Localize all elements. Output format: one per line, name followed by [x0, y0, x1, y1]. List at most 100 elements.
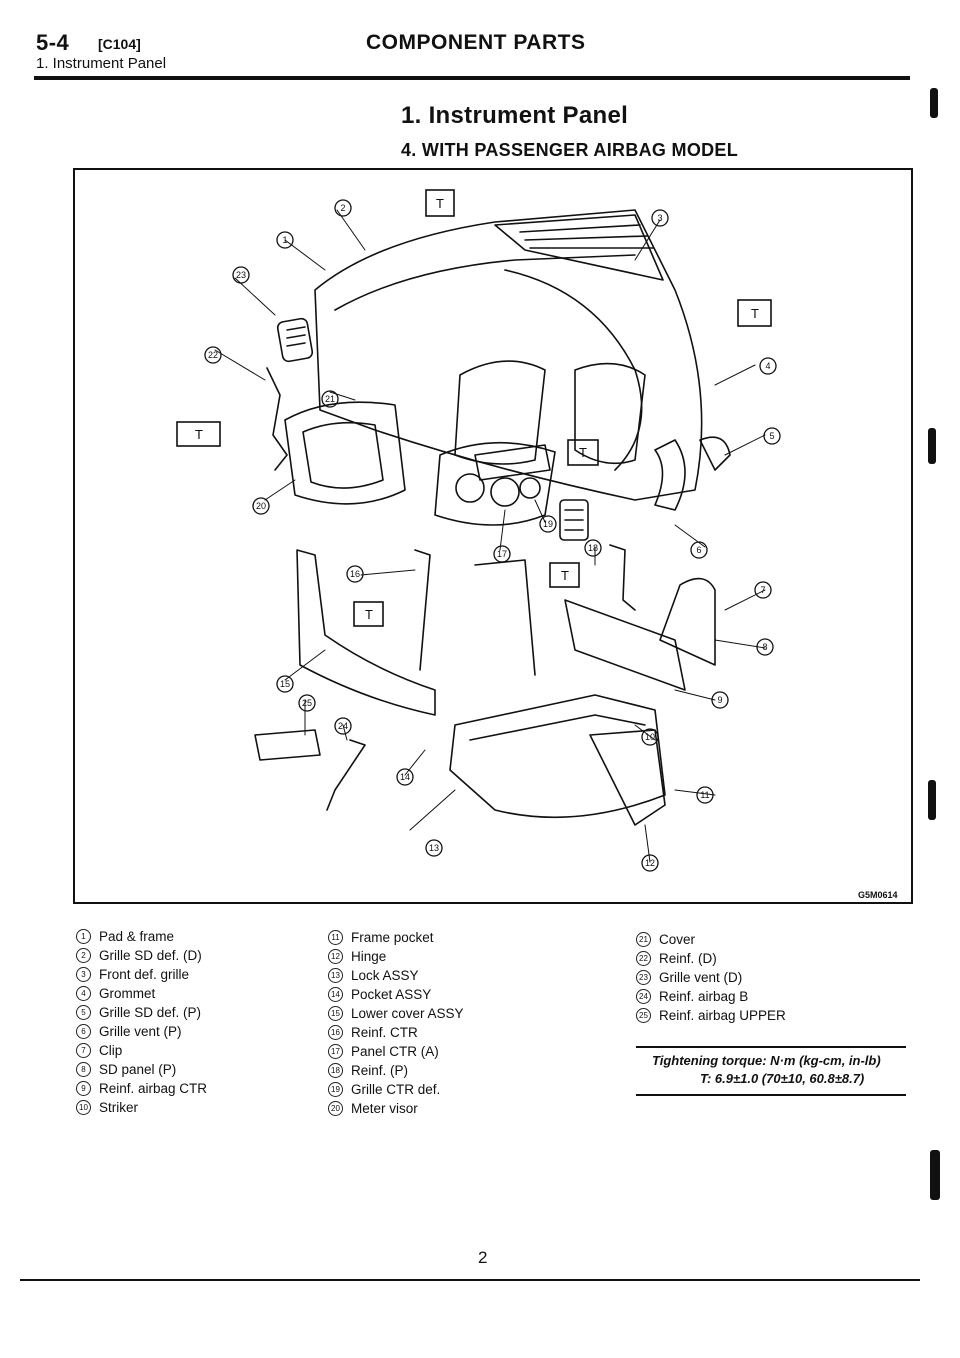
callout-5: 5	[769, 431, 774, 441]
item-label: Cover	[659, 932, 696, 947]
item-label: Lower cover ASSY	[351, 1006, 464, 1021]
grille-ctr-def-shape	[474, 444, 551, 481]
margin-mark	[928, 780, 936, 820]
grille-sd-def-p-shape	[699, 436, 731, 471]
figure-id: G5M0614	[858, 890, 898, 900]
pad-frame-shape	[314, 209, 703, 501]
item-label: Pad & frame	[99, 929, 175, 944]
footer-rule	[20, 1279, 920, 1281]
callout-12: 12	[645, 858, 655, 868]
header-rule	[34, 76, 910, 80]
callout-17: 17	[497, 549, 507, 559]
frame-pocket-shape	[589, 729, 666, 826]
legend-item: 4 Grommet	[76, 984, 207, 1003]
torque-marker-label: T	[579, 445, 587, 460]
callout-2: 2	[340, 203, 345, 213]
callout-21: 21	[325, 394, 335, 404]
item-label: Reinf. (D)	[659, 951, 717, 966]
callout-16: 16	[350, 569, 360, 579]
item-label: Reinf. (P)	[351, 1063, 409, 1078]
item-label: Meter visor	[351, 1101, 418, 1116]
item-number: 2	[76, 948, 91, 963]
item-number: 4	[76, 986, 91, 1001]
panel-ctr-shape	[434, 441, 556, 526]
callout-1: 1	[282, 235, 287, 245]
page-number: 2	[478, 1248, 488, 1267]
callout-8: 8	[762, 642, 767, 652]
callout-11: 11	[700, 790, 709, 800]
callout-13: 13	[429, 843, 439, 853]
item-label: Reinf. airbag B	[659, 989, 749, 1004]
grille-vent-d-shape	[276, 317, 314, 363]
torque-marker-labels: T T T T T T	[195, 196, 759, 622]
item-label: Grille vent (P)	[99, 1024, 182, 1039]
callout-22: 22	[208, 350, 218, 360]
item-number: 13	[328, 968, 343, 983]
margin-mark	[930, 88, 938, 118]
item-number: 6	[76, 1024, 91, 1039]
lower-cover-shape	[296, 549, 436, 716]
front-def-grille-shape	[494, 214, 664, 281]
item-number: 5	[76, 1005, 91, 1020]
callout-10: 10	[645, 732, 655, 742]
callout-numbers: 1 2 3 4 5 6 7 8 9 10 11 12 13 14 15 16 1…	[208, 203, 775, 868]
callout-14: 14	[400, 772, 410, 782]
callout-7: 7	[760, 585, 765, 595]
meter-visor-shape	[284, 401, 406, 505]
legend-item: 12 Hinge	[328, 947, 464, 966]
reinf-ctr-shape	[414, 549, 536, 676]
callout-19: 19	[543, 519, 553, 529]
torque-top-rule	[636, 1046, 906, 1048]
item-number: 11	[328, 930, 343, 945]
torque-bottom-rule	[636, 1094, 906, 1096]
item-number: 8	[76, 1062, 91, 1077]
item-number: 17	[328, 1044, 343, 1059]
item-label: Grommet	[99, 986, 156, 1001]
callout-25: 25	[302, 698, 312, 708]
chapter-title: COMPONENT PARTS	[366, 31, 586, 54]
callouts	[204, 199, 781, 872]
section-code: [C104]	[98, 36, 141, 52]
item-number: 12	[328, 949, 343, 964]
item-number: 24	[636, 989, 651, 1004]
torque-marker-label: T	[751, 306, 759, 321]
item-label: Reinf. CTR	[351, 1025, 418, 1040]
item-label: Grille SD def. (P)	[99, 1005, 202, 1020]
item-label: Reinf. airbag CTR	[99, 1081, 208, 1096]
item-number: 25	[636, 1008, 651, 1023]
callout-24: 24	[338, 721, 348, 731]
reinf-p-shape	[609, 544, 636, 611]
torque-markers	[176, 189, 772, 627]
reinf-airbag-b-shape	[326, 739, 366, 811]
torque-marker-label: T	[561, 568, 569, 583]
torque-marker-label: T	[436, 196, 444, 211]
breadcrumb: 1. Instrument Panel	[36, 55, 167, 72]
torque-marker-label: T	[365, 607, 373, 622]
item-number: 3	[76, 967, 91, 982]
item-label: Hinge	[351, 949, 387, 964]
item-number: 23	[636, 970, 651, 985]
page-title: 1. Instrument Panel	[401, 102, 629, 129]
torque-label: Tightening torque: N·m (kg-cm, in-lb)	[652, 1053, 881, 1068]
legend-item: 15 Lower cover ASSY	[328, 1004, 464, 1023]
section-number: 5-4	[36, 30, 70, 55]
grille-vent-p-shape	[559, 499, 589, 541]
item-number: 15	[328, 1006, 343, 1021]
callout-9: 9	[717, 695, 722, 705]
instrument-panel-exploded-diagram: T T T T T T 1 2 3 4 5 6 7 8	[176, 189, 781, 872]
torque-value: T: 6.9±1.0 (70±10, 60.8±8.7)	[700, 1071, 865, 1086]
page-subtitle: 4. WITH PASSENGER AIRBAG MODEL	[401, 140, 739, 160]
item-number: 9	[76, 1081, 91, 1096]
callout-4: 4	[765, 361, 770, 371]
